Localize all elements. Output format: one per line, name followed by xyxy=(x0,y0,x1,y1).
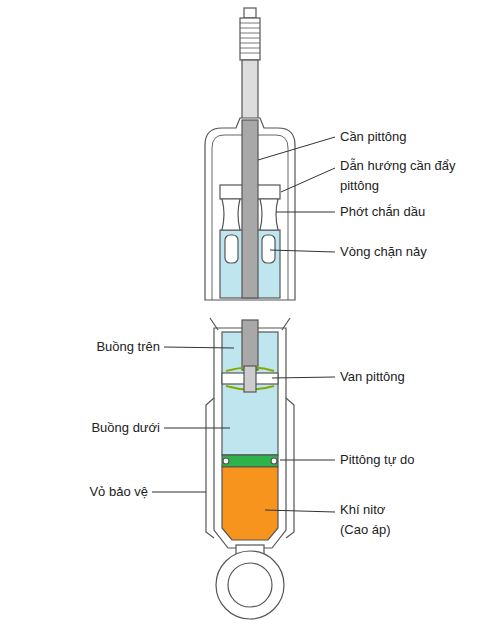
piston-rod xyxy=(242,120,258,298)
thread-lines xyxy=(240,23,260,53)
rod-thread xyxy=(240,18,260,60)
o-ring xyxy=(223,458,229,464)
bump-stop-left xyxy=(225,235,238,263)
part-label: Buồng dưới xyxy=(91,418,160,438)
rod-tip xyxy=(244,8,256,18)
leader-lines xyxy=(152,137,335,512)
part-label: Cần pittông xyxy=(340,127,407,147)
oil-seal-left xyxy=(222,199,240,230)
part-label: Van pittông xyxy=(340,367,405,387)
rod-upper xyxy=(242,60,258,120)
piston-nut xyxy=(244,366,256,392)
part-label: Buồng trên xyxy=(96,337,160,357)
eye-hole xyxy=(228,563,272,607)
eye-ring xyxy=(216,551,284,619)
part-label: Khí nitơ (Cao áp) xyxy=(340,500,406,540)
oil-seal-right xyxy=(260,199,278,230)
part-label: Phớt chắn dầu xyxy=(340,202,425,222)
o-ring xyxy=(271,458,277,464)
nitrogen-gas xyxy=(222,467,278,540)
piston-rod-lower xyxy=(242,320,258,370)
upper-cover xyxy=(205,118,295,300)
protective-sleeve xyxy=(206,398,294,538)
bump-stop-right xyxy=(262,235,275,263)
free-piston xyxy=(222,455,278,467)
part-label: Vòng chặn nảy xyxy=(340,242,427,262)
part-label: Vỏ bảo vệ xyxy=(89,482,148,502)
part-label: Dẫn hướng cần đẩy pittông xyxy=(340,156,472,196)
part-label: Pittông tự do xyxy=(340,450,414,470)
